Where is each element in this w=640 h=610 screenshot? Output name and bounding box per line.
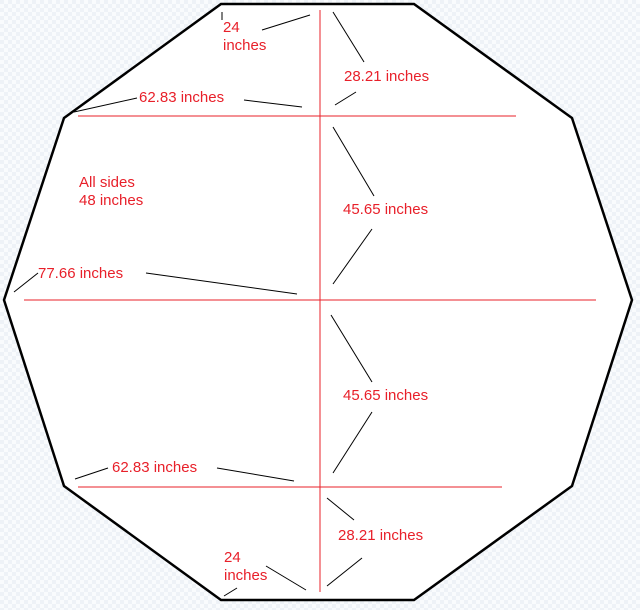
leader-bottom-chord-b <box>216 467 295 482</box>
bottom-segment-label: 28.21 inches <box>338 527 423 544</box>
top-side-label: 24 inches <box>223 19 266 54</box>
leader-top-chord-a <box>73 97 138 113</box>
leader-bottom-side-b <box>223 587 238 597</box>
leader-top-segment-a <box>332 11 365 63</box>
leader-lower-mid-b <box>332 411 373 474</box>
top-segment-label: 28.21 inches <box>344 68 429 85</box>
leader-middle-chord-a <box>13 272 39 293</box>
leader-top-chord-b <box>243 99 303 108</box>
leader-bottom-side-a <box>265 565 307 591</box>
leader-lower-mid-a <box>330 314 373 383</box>
leader-upper-mid-a <box>332 126 375 197</box>
top-chord-label: 62.83 inches <box>139 89 224 106</box>
leader-upper-mid-b <box>332 228 373 285</box>
leader-bottom-segment-a <box>326 497 355 521</box>
leader-top-segment-b <box>334 91 357 106</box>
leader-top-side-2 <box>261 14 311 31</box>
all-sides-label: All sides 48 inches <box>79 174 143 209</box>
upper-mid-segment-label: 45.65 inches <box>343 201 428 218</box>
bottom-chord-label: 62.83 inches <box>112 459 197 476</box>
leader-middle-chord-b <box>145 272 298 295</box>
leader-bottom-chord-a <box>74 467 109 480</box>
middle-chord-label: 77.66 inches <box>38 265 123 282</box>
leader-bottom-segment-b <box>326 557 363 587</box>
decagon-outline <box>2 2 634 602</box>
lower-mid-segment-label: 45.65 inches <box>343 387 428 404</box>
bottom-side-label: 24 inches <box>224 549 267 584</box>
